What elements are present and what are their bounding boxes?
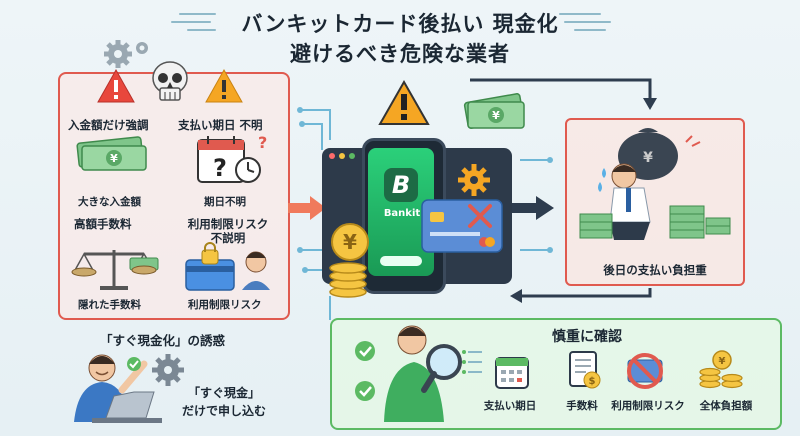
restriction-card-icon — [627, 353, 663, 389]
title-dashes-left — [171, 13, 611, 31]
svg-text:¥: ¥ — [643, 150, 653, 166]
locked-card-icon — [185, 242, 270, 291]
risk-label-hidden-fee: 隠れた手数料 — [78, 299, 141, 311]
yen-coins-icon: ¥ — [329, 223, 369, 298]
credit-card-rejected-icon — [421, 199, 503, 253]
risk-label-restriction-unexplained-2: 不説明 — [210, 231, 246, 245]
check-item-due-date: 支払い期日 — [483, 400, 537, 412]
check-item-fee: 手数料 — [566, 400, 598, 412]
warning-icon — [378, 79, 430, 125]
burdened-person-icon: ¥ — [579, 128, 731, 240]
calendar-icon — [495, 357, 529, 389]
risk-label-restriction-unexplained-1: 利用制限リスク — [187, 217, 269, 231]
page-title-line1: バンキットカード後払い 現金化 — [241, 12, 559, 36]
warning-icon — [205, 68, 243, 103]
balance-scale-icon — [71, 250, 159, 290]
check-icon — [355, 341, 375, 361]
page-title-line2: 避けるべき危険な業者 — [290, 42, 510, 66]
check-item-total-burden: 全体負担額 — [699, 400, 753, 412]
phone-button — [380, 256, 422, 266]
risk-label-usage-restriction: 利用制限リスク — [188, 299, 262, 311]
person-laptop-icon — [74, 354, 162, 423]
risk-label-date-unknown: 期日不明 — [204, 196, 246, 208]
total-burden-coins-icon: ¥ — [699, 350, 743, 389]
risk-panel — [58, 72, 290, 320]
gear-icon — [152, 354, 184, 386]
apply-label-line2: だけで申し込む — [182, 404, 267, 418]
arrow-right-icon — [288, 196, 326, 220]
risk-label-due-date-unclear: 支払い期日 不明 — [178, 118, 263, 132]
svg-text:?: ? — [213, 154, 227, 182]
check-icon — [355, 381, 375, 401]
calendar-question-icon: ? ? — [197, 133, 267, 183]
money-bills-icon: ¥ — [463, 93, 525, 129]
fee-document-icon: $ — [569, 351, 601, 389]
skull-icon — [152, 61, 188, 101]
svg-text:¥: ¥ — [343, 230, 357, 254]
warning-icon — [97, 68, 135, 103]
person-magnifier-icon — [384, 325, 482, 422]
phone-brand-label: Bankit — [383, 208, 421, 219]
burden-label: 後日の支払い負担重 — [603, 263, 707, 277]
svg-text:$: $ — [589, 376, 596, 387]
check-item-restriction-risk: 利用制限リスク — [611, 400, 685, 412]
svg-text:¥: ¥ — [110, 152, 118, 165]
risk-label-high-fee: 高額手数料 — [74, 217, 132, 231]
temptation-label: 「すぐ現金化」の誘惑 — [100, 333, 226, 348]
risk-label-large-deposit: 大きな入金額 — [78, 196, 141, 208]
check-panel-title: 慎重に確認 — [552, 329, 622, 345]
svg-text:¥: ¥ — [719, 356, 726, 367]
bankit-logo-icon: B — [384, 168, 418, 202]
gear-icon — [104, 40, 148, 68]
apply-label-line1: 「すぐ現金」 — [188, 386, 261, 400]
gear-icon — [458, 164, 490, 196]
risk-label-deposit-emphasis: 入金額だけ強調 — [68, 118, 149, 132]
svg-text:?: ? — [258, 133, 267, 152]
money-bills-icon: ¥ — [76, 136, 147, 171]
svg-text:¥: ¥ — [492, 109, 500, 122]
